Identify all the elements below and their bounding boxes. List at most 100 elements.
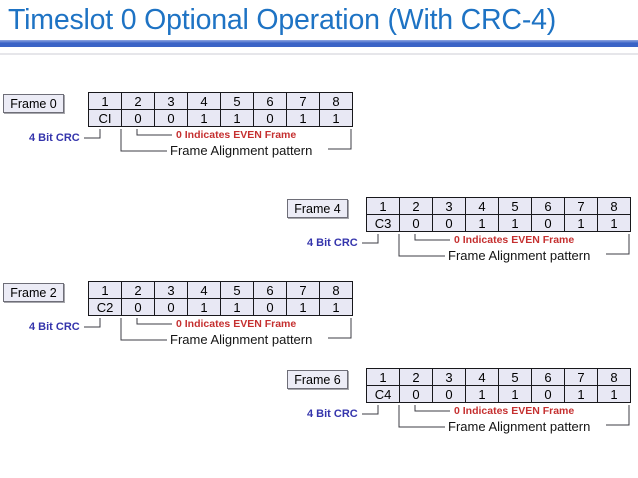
bit-value-cell: 1: [498, 214, 532, 232]
bit-value-cell: 1: [220, 298, 254, 316]
frame-0-group: Frame 0 1 2 3 4 5 6 7 8 CI 0 0 1 1 0 1 1: [0, 92, 360, 170]
frame-2-group: Frame 2 1 2 3 4 5 6 7 8 C2 0 0 1 1 0 1 1: [0, 281, 360, 359]
bit-header-row: 1 2 3 4 5 6 7 8: [366, 197, 631, 215]
connector-lines: [362, 405, 630, 428]
crc-label: 4 Bit CRC: [307, 408, 358, 420]
bit-header-row: 1 2 3 4 5 6 7 8: [366, 368, 631, 386]
bit-header-cell: 4: [187, 281, 221, 299]
even-frame-connector: [136, 318, 172, 325]
crc-connector: [84, 318, 101, 328]
bit-value-cell: 1: [319, 109, 353, 127]
bit-table: 1 2 3 4 5 6 7 8 C2 0 0 1 1 0 1 1: [88, 281, 353, 316]
bit-header-cell: 7: [564, 368, 598, 386]
bit-value-cell: 1: [597, 214, 631, 232]
frame-label: Frame 4: [287, 199, 348, 218]
bit-header-cell: 2: [399, 368, 433, 386]
alignment-pattern-label: Frame Alignment pattern: [170, 143, 313, 158]
crc-connector: [362, 234, 379, 244]
bit-table: 1 2 3 4 5 6 7 8 C3 0 0 1 1 0 1 1: [366, 197, 631, 232]
even-frame-note: 0 Indicates EVEN Frame: [454, 234, 575, 246]
pattern-connector-left: [120, 129, 167, 152]
bit-header-cell: 5: [498, 197, 532, 215]
bit-value-cell: 1: [286, 109, 320, 127]
bit-value-cell: 1: [498, 385, 532, 403]
even-frame-note: 0 Indicates EVEN Frame: [454, 405, 575, 417]
background-divider: [0, 53, 638, 55]
bit-header-cell: 7: [564, 197, 598, 215]
bit-table: 1 2 3 4 5 6 7 8 CI 0 0 1 1 0 1 1: [88, 92, 353, 127]
title-underline: [0, 40, 638, 47]
bit-header-cell: 2: [121, 92, 155, 110]
frame-4-group: Frame 4 1 2 3 4 5 6 7 8 C3 0 0 1 1 0 1 1: [278, 197, 638, 275]
bit-value-row: C4 0 0 1 1 0 1 1: [366, 385, 631, 403]
bit-value-cell: 0: [531, 385, 565, 403]
bit-value-cell: 1: [319, 298, 353, 316]
bit-value-cell: CI: [88, 109, 122, 127]
bit-header-cell: 6: [531, 197, 565, 215]
pattern-connector-left: [398, 405, 445, 428]
bit-header-cell: 3: [154, 92, 188, 110]
bit-value-cell: 0: [121, 109, 155, 127]
connector-lines: [84, 318, 352, 341]
bit-header-cell: 7: [286, 281, 320, 299]
bit-table: 1 2 3 4 5 6 7 8 C4 0 0 1 1 0 1 1: [366, 368, 631, 403]
bit-header-cell: 6: [531, 368, 565, 386]
bit-value-row: C3 0 0 1 1 0 1 1: [366, 214, 631, 232]
bit-header-cell: 1: [88, 281, 122, 299]
bit-value-cell: 1: [465, 385, 499, 403]
bit-header-cell: 5: [220, 92, 254, 110]
bit-value-cell: C4: [366, 385, 400, 403]
pattern-connector-right: [328, 129, 352, 150]
frame-label: Frame 6: [287, 370, 348, 389]
bit-value-cell: 1: [465, 214, 499, 232]
bit-header-cell: 8: [597, 197, 631, 215]
bit-value-cell: C2: [88, 298, 122, 316]
connector-lines: [84, 129, 352, 152]
bit-header-cell: 3: [432, 368, 466, 386]
even-frame-note: 0 Indicates EVEN Frame: [176, 318, 297, 330]
crc-label: 4 Bit CRC: [29, 321, 80, 333]
crc-label: 4 Bit CRC: [29, 132, 80, 144]
bit-value-cell: 0: [432, 385, 466, 403]
bit-value-cell: 1: [220, 109, 254, 127]
bit-header-cell: 2: [399, 197, 433, 215]
bit-value-cell: 0: [432, 214, 466, 232]
pattern-connector-right: [606, 405, 630, 426]
bit-header-cell: 6: [253, 92, 287, 110]
bit-header-cell: 3: [432, 197, 466, 215]
frame-label: Frame 2: [3, 283, 64, 302]
bit-value-cell: 0: [154, 109, 188, 127]
bit-header-cell: 1: [366, 197, 400, 215]
bit-header-cell: 8: [319, 92, 353, 110]
bit-value-row: CI 0 0 1 1 0 1 1: [88, 109, 353, 127]
bit-value-cell: 0: [399, 214, 433, 232]
bit-value-cell: 0: [399, 385, 433, 403]
bit-header-cell: 4: [465, 368, 499, 386]
bit-header-cell: 8: [319, 281, 353, 299]
bit-value-cell: 1: [564, 214, 598, 232]
bit-value-cell: 1: [187, 298, 221, 316]
bit-value-cell: 0: [154, 298, 188, 316]
even-frame-connector: [414, 405, 450, 412]
bit-header-cell: 1: [366, 368, 400, 386]
connector-lines: [362, 234, 630, 257]
even-frame-connector: [414, 234, 450, 241]
bit-header-cell: 3: [154, 281, 188, 299]
bit-value-cell: 1: [597, 385, 631, 403]
page-title: Timeslot 0 Optional Operation (With CRC-…: [8, 4, 557, 36]
bit-value-cell: 0: [121, 298, 155, 316]
pattern-connector-left: [120, 318, 167, 341]
bit-value-cell: 1: [187, 109, 221, 127]
bit-value-cell: 1: [564, 385, 598, 403]
bit-value-cell: 0: [531, 214, 565, 232]
pattern-connector-left: [398, 234, 445, 257]
bit-value-cell: 0: [253, 298, 287, 316]
bit-header-cell: 6: [253, 281, 287, 299]
alignment-pattern-label: Frame Alignment pattern: [448, 419, 591, 434]
alignment-pattern-label: Frame Alignment pattern: [448, 248, 591, 263]
bit-value-cell: C3: [366, 214, 400, 232]
bit-header-cell: 2: [121, 281, 155, 299]
pattern-connector-right: [606, 234, 630, 255]
bit-header-cell: 5: [498, 368, 532, 386]
